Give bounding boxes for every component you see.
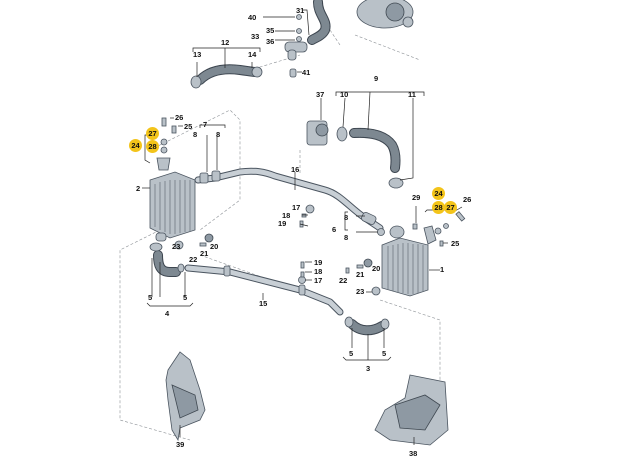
turbocharger-part [356, 0, 414, 29]
callout-4: 4 [165, 309, 170, 318]
callout-17-b: 17 [314, 276, 323, 285]
callout-20-right: 20 [372, 264, 381, 273]
intercooler-right-1-part [381, 225, 429, 297]
callout-12: 12 [221, 38, 230, 47]
callout-5-c: 5 [349, 349, 354, 358]
coupling-6-part [361, 212, 385, 236]
callout-39: 39 [176, 440, 185, 449]
callout-22-left: 22 [189, 255, 198, 264]
callout-21-left: 21 [200, 249, 209, 258]
callout-25-left: 25 [184, 122, 193, 131]
callout-11: 11 [408, 90, 416, 99]
callout-16: 16 [291, 165, 300, 174]
callout-6: 6 [332, 225, 337, 234]
callout-7: 7 [203, 120, 208, 129]
clamp-10-part [336, 126, 348, 142]
air-guide-38-part [374, 374, 449, 446]
callout-19-b: 19 [314, 258, 323, 267]
callout-31: 31 [296, 6, 305, 15]
callout-8-a: 8 [193, 130, 198, 139]
callout-5-d: 5 [382, 349, 387, 358]
fasteners-20-22 [174, 233, 381, 296]
callout-2: 2 [136, 184, 141, 193]
callout-28-left: 28 [146, 140, 159, 153]
air-guide-39-part [165, 351, 206, 442]
callout-25-right: 25 [451, 239, 460, 248]
callout-21-right: 21 [356, 270, 365, 279]
fasteners-17-19-lower [298, 261, 306, 284]
hose-31-part [307, 0, 331, 45]
fasteners-17-19-center [299, 204, 315, 228]
callout-5-b: 5 [183, 293, 188, 302]
callout-29: 29 [412, 193, 421, 202]
callout-24-left: 24 [129, 139, 142, 152]
callout-23-right: 23 [356, 287, 365, 296]
throttle-body-37-part [306, 120, 329, 146]
callout-36: 36 [266, 37, 275, 46]
intercooler-left-2-part [149, 171, 196, 242]
callout-35: 35 [266, 26, 275, 35]
callout-26-right: 26 [463, 195, 472, 204]
callout-28-right: 28 [432, 201, 445, 214]
callout-3: 3 [366, 364, 371, 373]
hose-4-part [149, 242, 185, 277]
callout-20-left: 20 [210, 242, 219, 251]
callout-14: 14 [248, 50, 257, 59]
callout-27-left: 27 [146, 127, 159, 140]
callout-9: 9 [374, 74, 379, 83]
callout-38: 38 [409, 449, 418, 458]
callout-1: 1 [440, 265, 445, 274]
hose-3-part [344, 316, 390, 336]
callout-10: 10 [340, 90, 349, 99]
callout-33: 33 [251, 32, 260, 41]
callout-8-c: 8 [344, 213, 349, 222]
connector-33-part [284, 14, 308, 78]
callout-40: 40 [248, 13, 257, 22]
callout-37: 37 [316, 90, 325, 99]
callout-8-b: 8 [216, 130, 221, 139]
callout-23-left: 23 [172, 242, 181, 251]
hose-12-part [190, 64, 263, 89]
callout-13: 13 [193, 50, 202, 59]
callout-15: 15 [259, 299, 268, 308]
callout-18-a: 18 [282, 211, 291, 220]
hose-9-part [349, 127, 404, 189]
callout-5-a: 5 [148, 293, 153, 302]
callout-22-right: 22 [339, 276, 348, 285]
callout-8-d: 8 [344, 233, 349, 242]
callout-24-right: 24 [432, 187, 445, 200]
leader-lines [142, 9, 463, 445]
bracket-24-left-part [156, 117, 177, 171]
callout-17-a: 17 [292, 203, 301, 212]
callout-18-b: 18 [314, 267, 323, 276]
callout-27-right: 27 [444, 201, 457, 214]
pipe-15-part [184, 264, 344, 316]
callout-26-left: 26 [175, 113, 184, 122]
pipe-16-part [194, 167, 384, 232]
sensor-24-right-part [412, 211, 466, 247]
callout-19-a: 19 [278, 219, 287, 228]
callout-41: 41 [302, 68, 311, 77]
